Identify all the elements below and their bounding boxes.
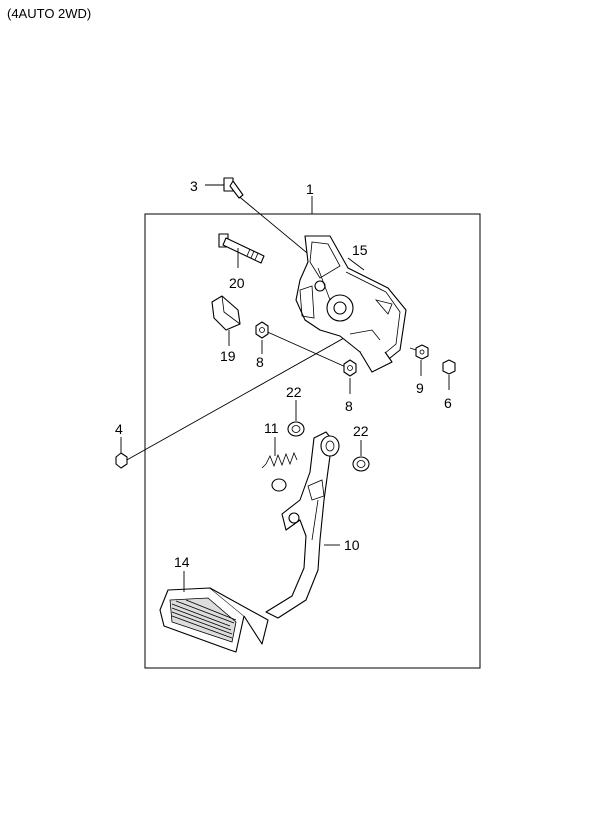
- leader-8: [262, 329, 349, 369]
- callout-19: 19: [220, 348, 236, 364]
- leader-3: [235, 193, 319, 263]
- callout-1: 1: [306, 181, 314, 197]
- callout-11: 11: [264, 420, 279, 436]
- callout-22b: 22: [353, 423, 369, 439]
- callout-15: 15: [352, 242, 368, 258]
- nut-part-8b: [343, 359, 357, 394]
- nut-part-8a: [255, 321, 269, 354]
- callout-6: 6: [444, 395, 452, 411]
- pedal-bracket: [295, 235, 407, 373]
- callout-9: 9: [416, 380, 424, 396]
- bushing-part-22b: [352, 440, 370, 472]
- callout-22a: 22: [286, 384, 302, 400]
- pedal-pad-part-14: [159, 571, 269, 653]
- diagram-caption: (4AUTO 2WD): [7, 6, 92, 21]
- nut-part-6: [442, 359, 456, 390]
- spring-part-11: [261, 437, 298, 469]
- bolt-part-20: [218, 233, 265, 268]
- leader-4: [124, 314, 386, 462]
- bushing-part-22a: [287, 400, 305, 437]
- callout-20: 20: [229, 275, 245, 291]
- callout-8a: 8: [256, 354, 264, 370]
- callout-4: 4: [115, 421, 123, 437]
- assembly-frame: [144, 213, 481, 669]
- bolt-part-3: [205, 177, 244, 199]
- callout-14: 14: [174, 554, 190, 570]
- nut-part-4: [115, 437, 128, 469]
- callout-8b: 8: [345, 398, 353, 414]
- pedal-arm-part-10: [265, 431, 340, 619]
- callout-3: 3: [190, 178, 198, 194]
- nut-part-9: [409, 344, 429, 376]
- callout-10: 10: [344, 537, 360, 553]
- clip-part: [271, 478, 287, 492]
- stopper-part-19: [211, 295, 241, 346]
